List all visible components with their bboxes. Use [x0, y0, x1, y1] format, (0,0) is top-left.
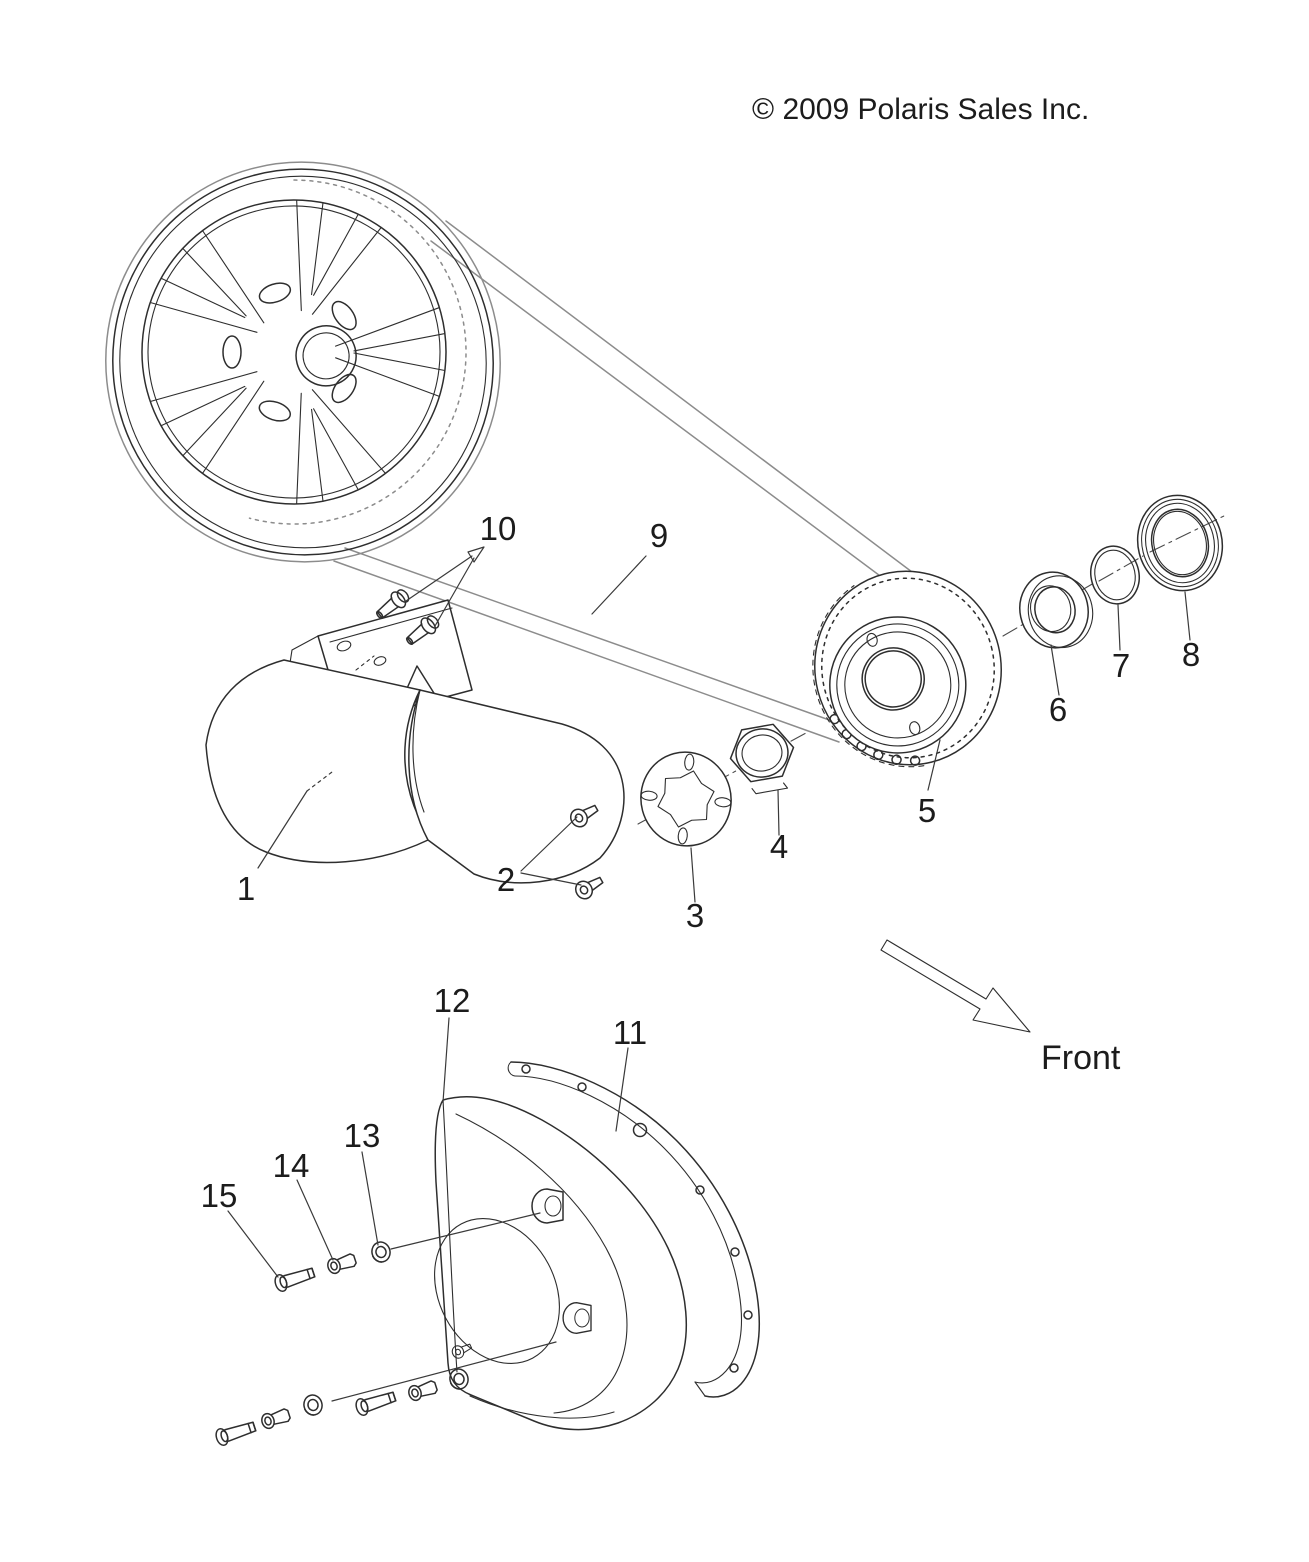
- callout-3-leader: [690, 847, 696, 903]
- cover-boss-upper: [531, 1188, 564, 1224]
- callout-12-leader: [442, 1017, 450, 1103]
- cover-boss-lower: [562, 1302, 592, 1334]
- rear-pulley-wheel: [105, 161, 501, 563]
- callout-leaders: [227, 546, 1191, 1402]
- callout-9: 9: [650, 517, 668, 554]
- pulley-spline-bore: [864, 650, 922, 708]
- callout-10: 10: [480, 510, 517, 547]
- callout-8-leader: [1184, 591, 1191, 641]
- callout-7-leader: [1117, 604, 1121, 651]
- callout-2: 2: [497, 861, 515, 898]
- washer-13: [368, 1239, 394, 1265]
- spacer: [1019, 571, 1094, 649]
- wheel-spoke: [296, 199, 382, 315]
- callout-5-leader: [927, 739, 941, 791]
- callout-numbers: 1 2 3 4 5 6 7 8 9 10 11 12 13 14 15: [201, 510, 1201, 1214]
- callout-15-leader: [227, 1210, 279, 1278]
- callout-12: 12: [434, 982, 471, 1019]
- callout-11-leader: [615, 1047, 629, 1132]
- seal: [1136, 494, 1224, 592]
- callout-4-leader: [777, 789, 780, 836]
- wheel-hub: [295, 325, 357, 387]
- lower-fastener-leader: [331, 1341, 557, 1402]
- wheel-spoke: [296, 389, 386, 505]
- outer-cover: [434, 1095, 688, 1431]
- wheel-spoke: [149, 230, 265, 333]
- pulley-face: [829, 616, 967, 754]
- callout-9-leader: [591, 555, 647, 615]
- front-label: Front: [1041, 1039, 1121, 1077]
- callout-14-leader: [296, 1179, 334, 1261]
- belt-guard: [205, 599, 625, 884]
- callout-7: 7: [1112, 647, 1130, 684]
- callout-11: 11: [613, 1014, 647, 1051]
- callout-5: 5: [918, 792, 936, 829]
- callout-3: 3: [686, 897, 704, 934]
- copyright-text: © 2009 Polaris Sales Inc.: [752, 93, 1089, 126]
- cover-gasket: [507, 1061, 760, 1398]
- callout-15: 15: [201, 1177, 238, 1214]
- callout-13-leader: [361, 1151, 379, 1246]
- lock-plate: [640, 751, 732, 847]
- cover-fasteners: [213, 1239, 472, 1448]
- callout-8: 8: [1182, 636, 1200, 673]
- drive-belt: [333, 220, 921, 743]
- callout-13: 13: [344, 1117, 381, 1154]
- wheel-teeth-band: [248, 179, 467, 525]
- wheel-spoke: [335, 307, 446, 397]
- callout-14: 14: [273, 1147, 310, 1184]
- hex-nut: [729, 723, 795, 795]
- bolt-15: [272, 1263, 317, 1294]
- callout-1-leader: [257, 790, 308, 869]
- callout-1: 1: [237, 870, 255, 907]
- wheel-hub-cutouts: [222, 282, 357, 422]
- callout-4: 4: [770, 828, 788, 865]
- gasket-holes: [521, 1064, 753, 1373]
- retaining-ring: [1090, 545, 1140, 605]
- drive-pulley: [812, 570, 1002, 768]
- callout-6: 6: [1049, 691, 1067, 728]
- callout-6-leader: [1050, 644, 1060, 696]
- callout-10-leader: [405, 546, 485, 627]
- pulley-teeth-band: [821, 577, 995, 759]
- front-direction: Front: [880, 939, 1121, 1077]
- wheel-spoke: [149, 371, 265, 474]
- callout-2-leader: [520, 816, 582, 886]
- front-arrow-icon: [880, 939, 1031, 1033]
